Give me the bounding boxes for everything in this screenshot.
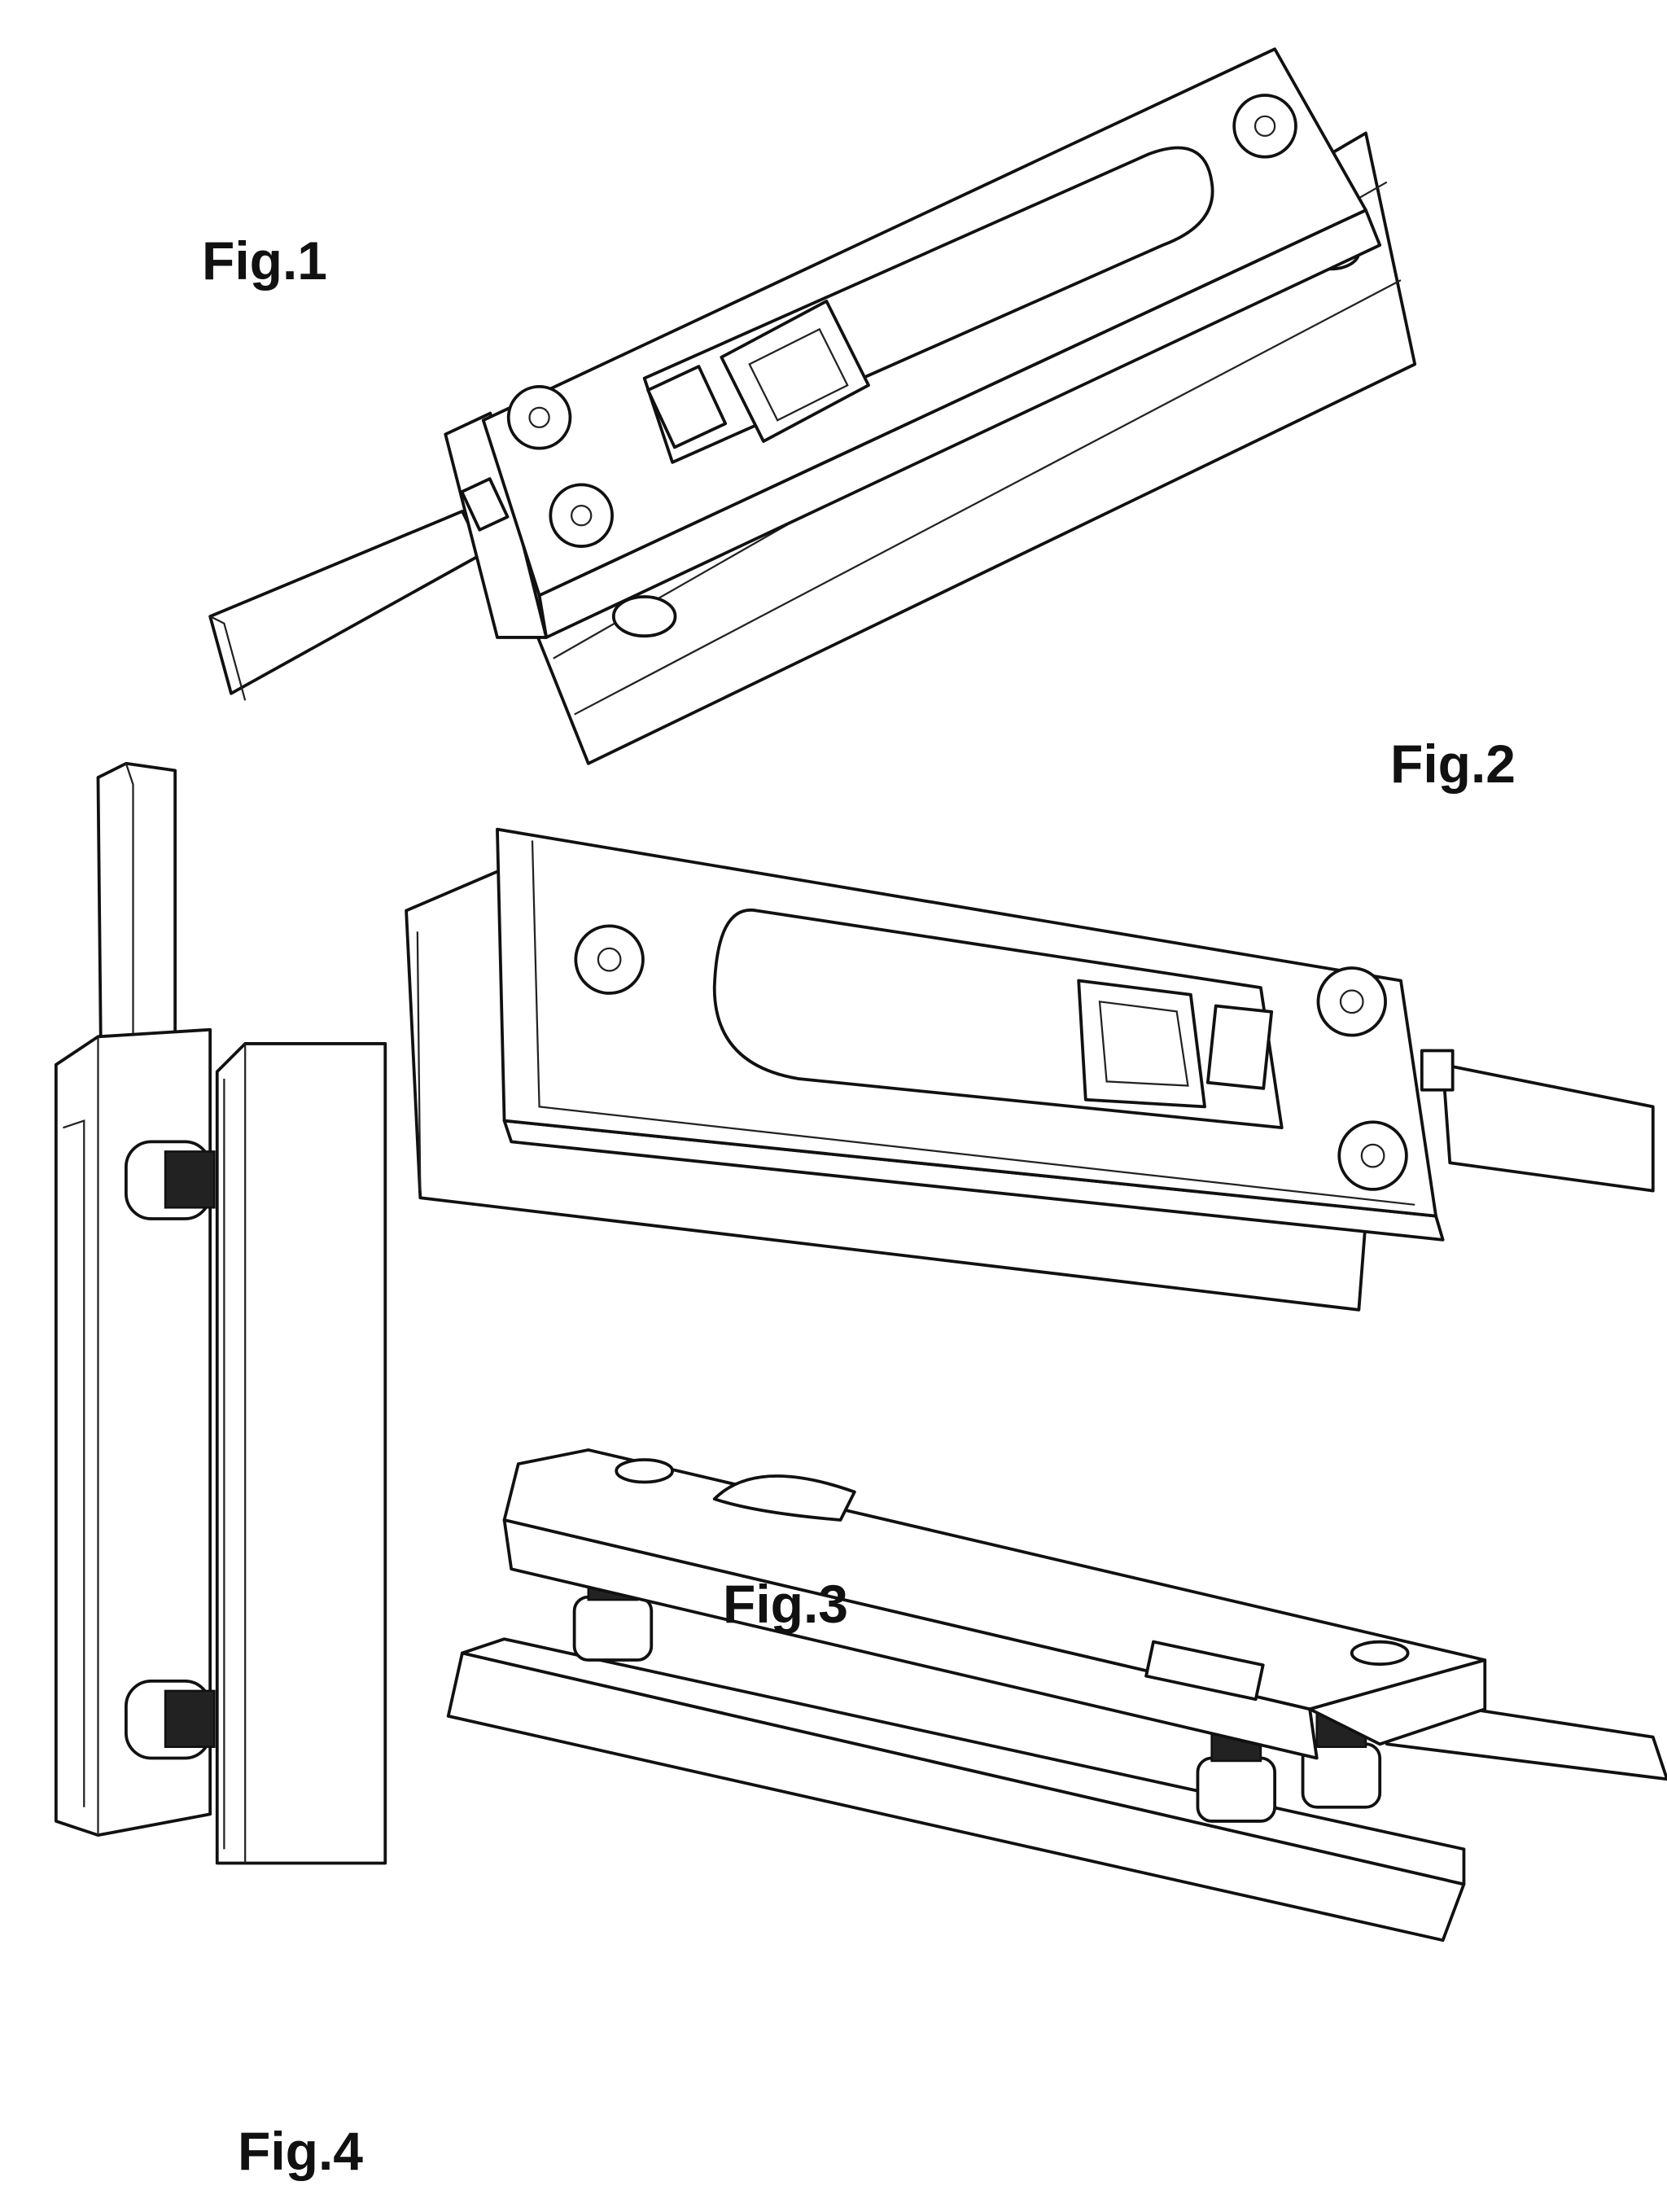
fig4-right-body <box>215 1042 387 1865</box>
fig1-bolt-rod <box>208 510 485 695</box>
fig1-marker <box>646 365 728 449</box>
fig1-knob <box>720 300 870 443</box>
fig3-screw <box>615 1458 674 1484</box>
fig1-screw <box>1232 94 1297 159</box>
fig4-bolt-rod <box>96 761 177 1053</box>
fig4-bolt-assembly <box>54 761 387 1865</box>
fig2-marker <box>1205 1004 1274 1090</box>
fig3-marker <box>1144 1640 1265 1702</box>
fig1-bolt-assembly <box>208 47 1417 765</box>
fig1-screw <box>549 483 614 548</box>
fig3-label: Fig.3 <box>723 1574 849 1634</box>
fig2-bolt-assembly <box>405 827 1655 1312</box>
fig4-left-body <box>54 1027 212 1837</box>
fig2-label: Fig.2 <box>1390 734 1516 794</box>
fig2-screw <box>1337 1120 1408 1191</box>
fig4-label: Fig.4 <box>238 2121 364 2181</box>
fig2-knob <box>1077 979 1206 1109</box>
fig1-spring <box>611 595 677 638</box>
fig2-screw <box>1316 966 1387 1037</box>
fig3-bolt-assembly <box>446 1448 1667 1943</box>
fig1-label: Fig.1 <box>202 230 328 291</box>
fig1-screw <box>506 385 572 450</box>
fig2-bolt-rod <box>1441 1062 1655 1193</box>
fig3-slot <box>712 1474 856 1522</box>
fig1-end-block <box>444 411 549 639</box>
fig2-screw <box>574 924 645 995</box>
fig3-screw <box>1350 1640 1410 1667</box>
